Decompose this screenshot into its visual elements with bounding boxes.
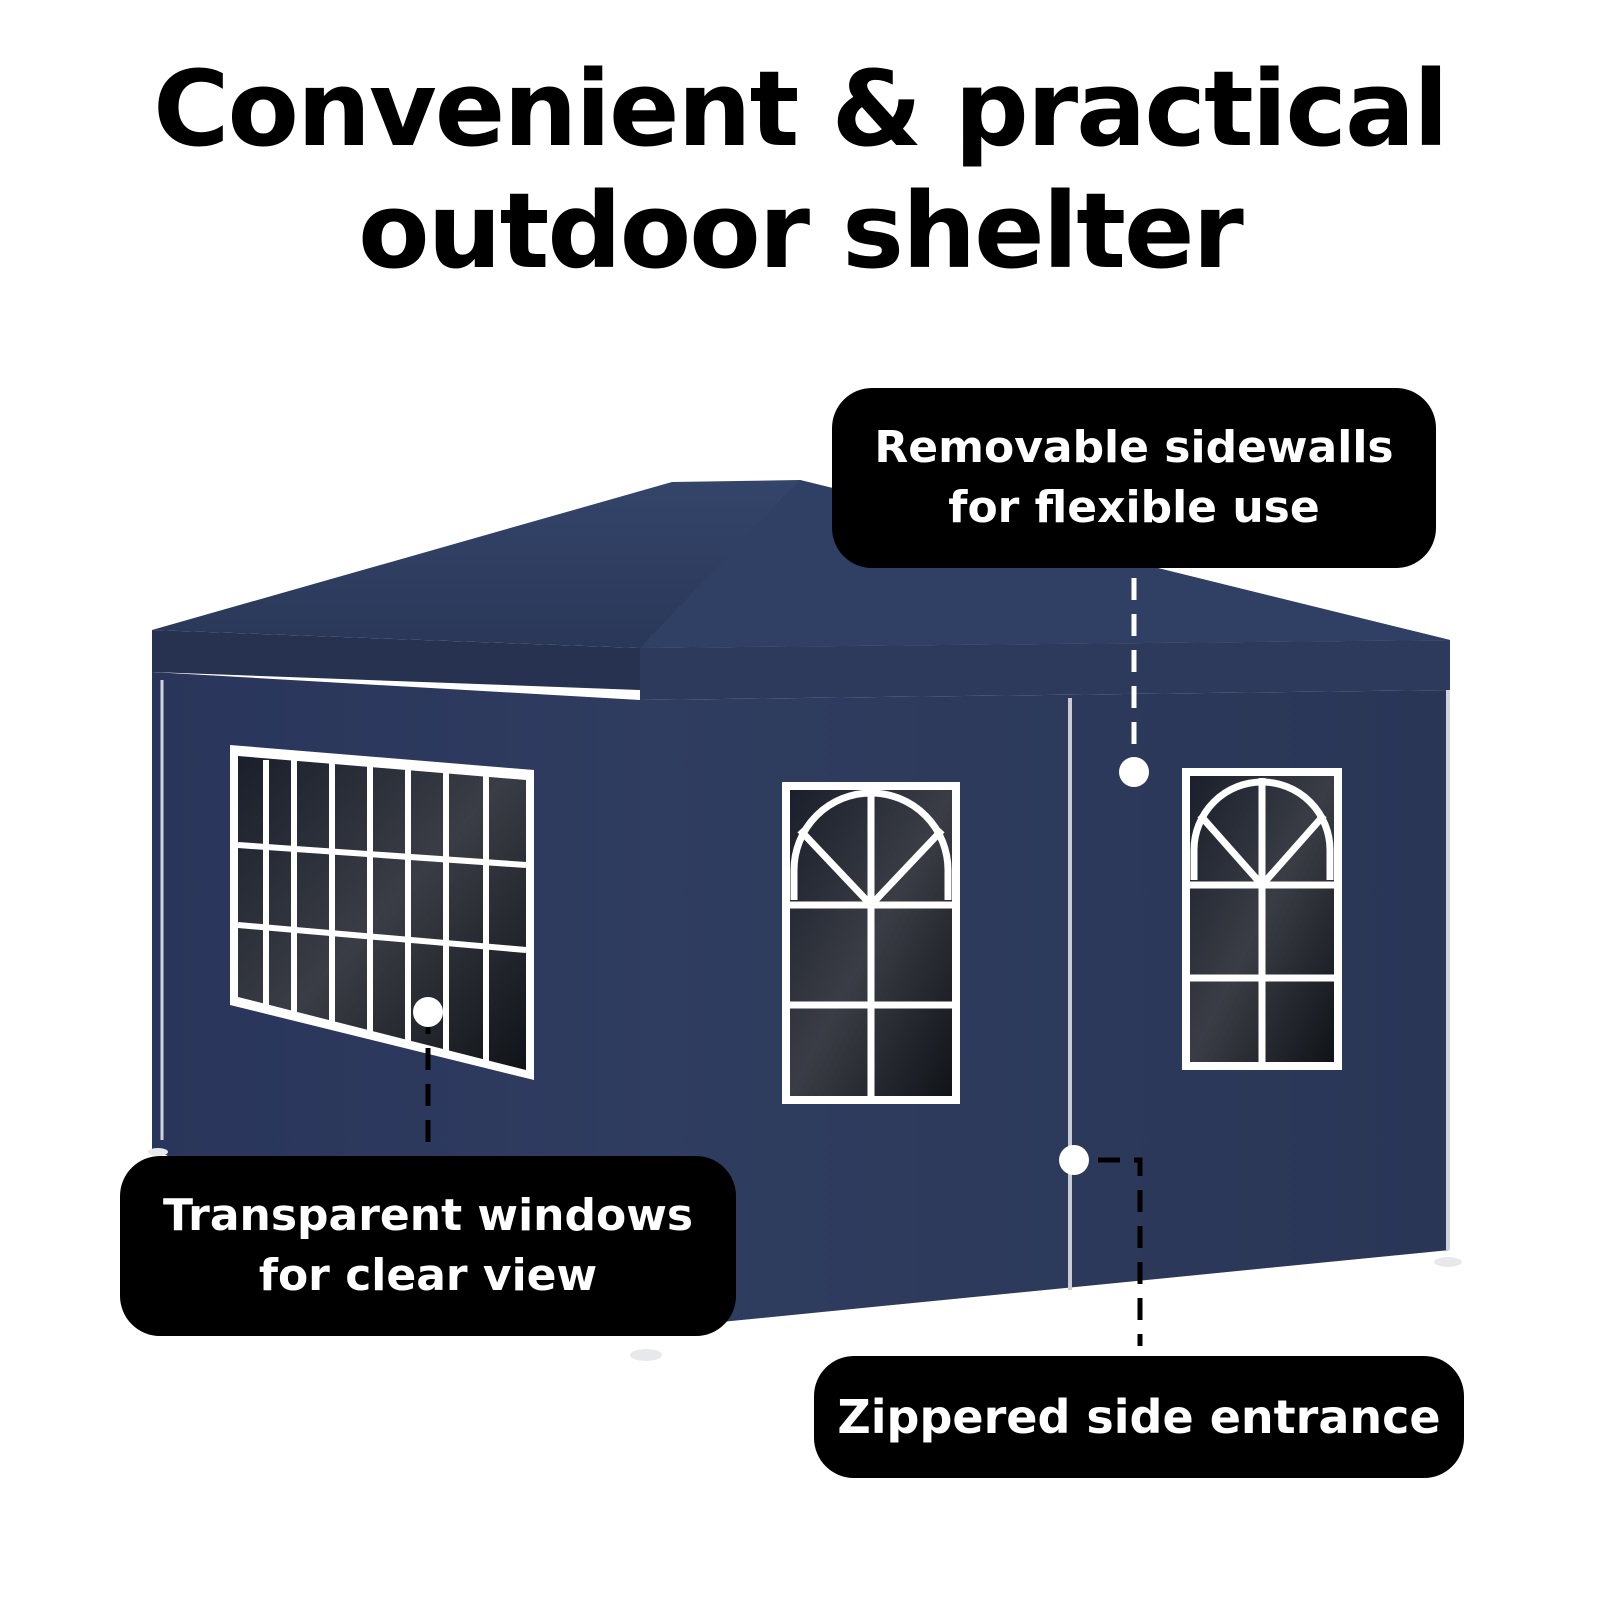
tent-roof	[152, 480, 1450, 700]
side-window-panel	[230, 745, 534, 1080]
callout-zippered-entrance: Zippered side entrance	[814, 1356, 1464, 1478]
callout-connectors	[413, 578, 1149, 1346]
callout-transparent-windows: Transparent windows for clear view	[120, 1156, 736, 1336]
callout-sidewalls-line-1: Removable sidewalls	[874, 422, 1394, 473]
headline-line-1: Convenient & practical	[153, 48, 1449, 170]
callout-windows-line-2: for clear view	[258, 1250, 598, 1301]
callout-windows-line-1: Transparent windows	[162, 1190, 694, 1241]
callout-removable-sidewalls: Removable sidewalls for flexible use	[832, 388, 1436, 568]
front-window-left	[782, 782, 960, 1104]
front-window-right	[1182, 768, 1342, 1070]
callout-sidewalls-line-2: for flexible use	[948, 482, 1320, 533]
page-headline: Convenient & practical outdoor shelter	[0, 48, 1600, 292]
tent-feet	[148, 1148, 1462, 1361]
callout-entrance-line-1: Zippered side entrance	[837, 1390, 1441, 1444]
headline-line-2: outdoor shelter	[358, 170, 1244, 292]
